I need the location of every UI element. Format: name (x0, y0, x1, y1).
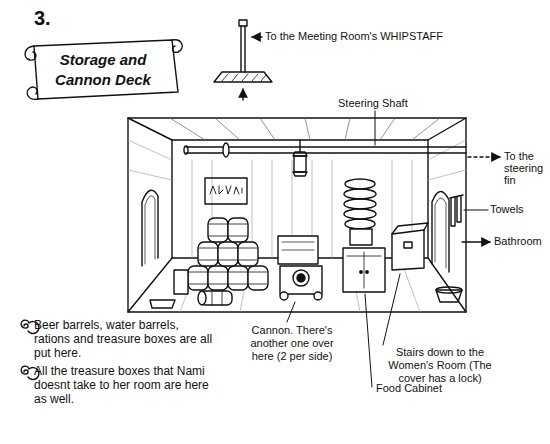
whipstaff (239, 20, 247, 26)
barrel-stack (238, 242, 258, 266)
stairs-hatch (404, 242, 412, 248)
room-frame (128, 118, 466, 312)
painting (205, 178, 247, 204)
whipstaff (242, 89, 243, 100)
stairs-hatch (392, 223, 428, 234)
barrel-stack (208, 218, 228, 242)
whipstaff (214, 20, 272, 100)
cannon (280, 292, 288, 300)
towels (451, 197, 455, 226)
part-label: Cannon. There's another one over here (2… (246, 324, 338, 363)
cannon (293, 270, 309, 286)
rope-coil (344, 209, 376, 219)
rope-coil (345, 179, 375, 189)
stairs-hatch (383, 223, 428, 345)
part-label: Steering Shaft (338, 97, 408, 110)
bathroom-door (432, 191, 449, 272)
cannon (287, 302, 295, 322)
barrel-stack (248, 266, 268, 290)
towels (450, 195, 488, 226)
stairs-hatch (392, 230, 424, 270)
barrel-stack (198, 242, 218, 266)
steering-shaft (184, 111, 500, 157)
food-cabinet (343, 248, 385, 292)
room-frame (128, 118, 466, 312)
lantern (299, 140, 300, 152)
lantern (293, 140, 307, 176)
steering-shaft (184, 146, 188, 154)
rope-coil (350, 229, 372, 245)
room-frame (170, 118, 440, 140)
barrel-stack (218, 242, 238, 266)
cannon (278, 236, 318, 264)
bathroom-door (432, 191, 490, 272)
food-cabinet (366, 271, 368, 273)
whipstaff (222, 74, 266, 81)
left-door (142, 190, 158, 266)
cannon (314, 292, 322, 300)
cannon (278, 236, 322, 322)
lantern (293, 172, 307, 176)
steering-shaft (223, 143, 229, 157)
food-cabinet (343, 248, 385, 387)
barrel-stack (150, 300, 175, 308)
painting (205, 178, 247, 204)
title-scroll (25, 46, 36, 60)
food-cabinet (347, 252, 381, 288)
barrel-stack (198, 291, 206, 305)
room-frame (128, 140, 466, 180)
title-text: Storage and Cannon Deck (44, 50, 162, 90)
rope-coil (344, 179, 376, 245)
basket (436, 287, 462, 293)
food-cabinet (365, 294, 372, 387)
title-scroll (172, 40, 182, 53)
barrel-stack (228, 218, 248, 242)
lantern (294, 156, 306, 172)
pointer-label: To the steering fin (504, 150, 548, 186)
cannon (297, 274, 305, 282)
barrel-stack (188, 266, 208, 290)
rope-coil (344, 199, 376, 209)
pointer-label: Bathroom (494, 235, 542, 248)
callout-number: 3. (34, 6, 51, 30)
painting (210, 186, 242, 194)
towels (457, 196, 461, 222)
barrel-stack (189, 224, 267, 284)
bathroom-door (462, 241, 490, 242)
barrel-stack (212, 291, 222, 305)
title-scroll (27, 87, 38, 99)
whipstaff (244, 26, 245, 72)
barrel-stack (228, 266, 248, 290)
rope-coil (344, 189, 376, 199)
title-scroll (25, 40, 182, 100)
left-door (145, 196, 155, 264)
part-label: Towels (490, 203, 524, 216)
left-door (142, 190, 158, 266)
room-frame (128, 118, 466, 312)
cannon (282, 242, 314, 250)
whipstaff (240, 26, 241, 72)
pointer-label: To the Meeting Room's WHIPSTAFF (265, 30, 443, 43)
whipstaff (252, 36, 262, 37)
barrel-stack (208, 266, 228, 290)
rope-coil (345, 219, 375, 229)
note-text: Beer barrels, water barrels, rations and… (34, 318, 214, 360)
basket (436, 287, 462, 302)
title-scroll (34, 40, 178, 99)
steering-shaft (468, 156, 500, 157)
barrel-stack (150, 218, 268, 308)
cannon (280, 266, 322, 294)
note-text: All the treasure boxes that Nami doesnt … (34, 364, 224, 406)
bathroom-door (435, 198, 446, 268)
steering-shaft (375, 111, 376, 145)
food-cabinet (360, 271, 362, 273)
part-label: Food Cabinet (376, 382, 442, 395)
stairs-hatch (383, 274, 400, 345)
barrel-stack (174, 270, 188, 294)
towels (464, 210, 488, 211)
part-label: Stairs down to the Women's Room (The cov… (378, 346, 502, 385)
whipstaff (214, 72, 272, 82)
